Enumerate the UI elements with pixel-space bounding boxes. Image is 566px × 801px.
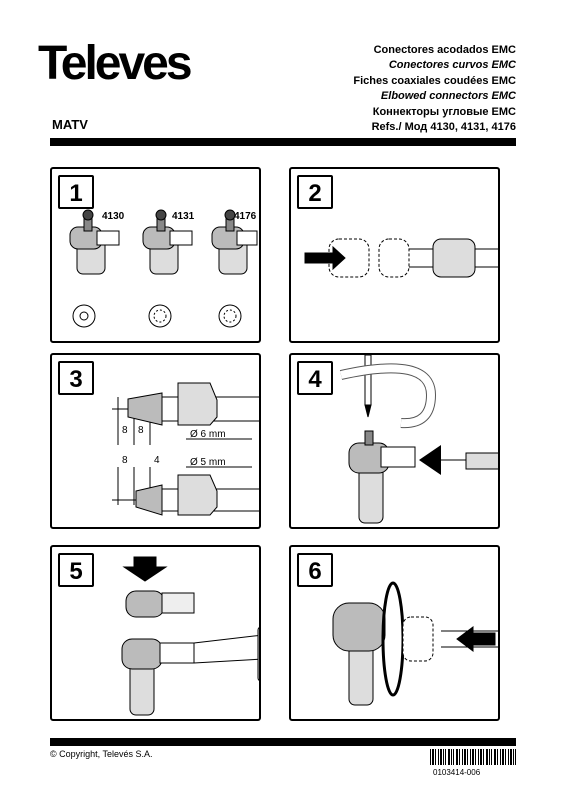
top-divider (50, 138, 516, 146)
dim-label: 8 (122, 455, 128, 466)
step-number: 2 (297, 175, 333, 209)
step-panel-5: 5 (50, 545, 261, 721)
step-panel-1: 4130 4131 4176 1 (50, 167, 261, 343)
title-refs: Refs./ Мод 4130, 4131, 4176 (371, 121, 516, 134)
step-5-illustration (121, 556, 259, 716)
diameter-label: Ø 6 mm (190, 429, 226, 440)
step-number: 4 (297, 361, 333, 395)
dim-label: 4 (154, 455, 160, 466)
section-label: MATV (52, 117, 88, 132)
step-1-illustration: 4130 4131 4176 (69, 209, 258, 328)
dim-label: 8 (122, 425, 128, 436)
diameter-label: Ø 5 mm (190, 457, 226, 468)
step-4-illustration (339, 355, 498, 524)
step-2-illustration (304, 238, 498, 278)
step-panel-3: 8 8 Ø 6 mm 8 4 Ø 5 mm 3 (50, 353, 261, 529)
step-panel-2: 2 (289, 167, 500, 343)
step-number: 6 (297, 553, 333, 587)
title-fr: Fiches coaxiales coudées EMC (353, 74, 516, 87)
dim-label: 8 (138, 425, 144, 436)
document-number: 0103414-006 (433, 768, 481, 777)
step-6-illustration (332, 581, 498, 706)
ref-label: 4131 (172, 211, 195, 222)
step-number: 5 (58, 553, 94, 587)
title-block: Conectores acodados EMC Conectores curvo… (353, 43, 516, 135)
ref-label: 4130 (102, 211, 125, 222)
title-pt: Conectores curvos EMC (388, 59, 516, 72)
barcode (430, 749, 516, 765)
bottom-divider (50, 738, 516, 746)
step-panel-6: 6 (289, 545, 500, 721)
ref-label: 4176 (234, 211, 257, 222)
title-ru: Коннекторы угловые EMC (372, 105, 516, 118)
title-es: Conectores acodados EMC (373, 44, 516, 56)
step-panel-4: 4 (289, 353, 500, 529)
step-number: 1 (58, 175, 94, 209)
step-number: 3 (58, 361, 94, 395)
copyright: © Copyright, Televés S.A. (50, 749, 153, 759)
televes-logo: Televes (38, 37, 193, 90)
step-3-illustration: 8 8 Ø 6 mm 8 4 Ø 5 mm (112, 382, 259, 516)
title-en: Elbowed connectors EMC (380, 90, 516, 103)
